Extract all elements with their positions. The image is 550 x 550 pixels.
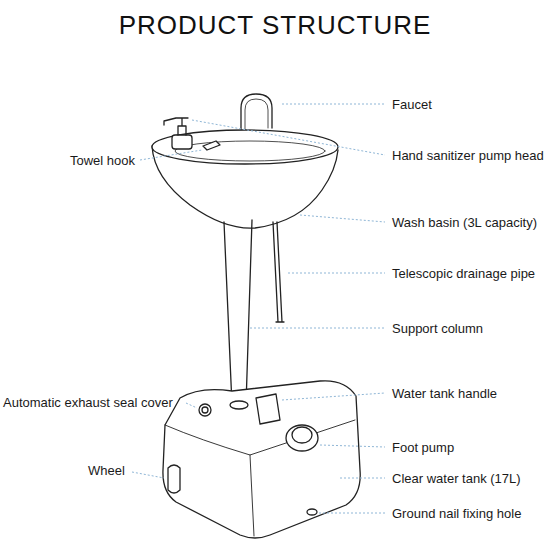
- column-base: [230, 401, 248, 409]
- wheel-drawing: [168, 465, 180, 493]
- leader-line: [140, 150, 202, 160]
- leader-line: [320, 445, 385, 447]
- part-label: Hand sanitizer pump head: [392, 148, 544, 163]
- leader-line: [300, 215, 385, 222]
- tank-edges: [165, 420, 355, 536]
- part-label: Ground nail fixing hole: [392, 506, 521, 521]
- part-label: Foot pump: [392, 440, 454, 455]
- leader-line: [132, 472, 164, 478]
- leader-line: [282, 104, 385, 105]
- drainage-pipe-drawing: [273, 222, 284, 322]
- leader-line: [250, 328, 385, 329]
- leader-line: [340, 478, 385, 479]
- leader-line: [192, 120, 385, 155]
- part-label: Automatic exhaust seal cover: [3, 395, 173, 410]
- water-tank-drawing: [163, 381, 360, 538]
- towel-hook-drawing: [203, 141, 220, 150]
- basin-bowl: [175, 141, 325, 161]
- part-label: Wheel: [88, 463, 125, 478]
- diagram-title: PRODUCT STRUCTURE: [0, 10, 550, 41]
- part-label: Clear water tank (17L): [392, 471, 521, 486]
- exhaust-cover-drawing: [199, 404, 211, 416]
- part-label: Towel hook: [70, 153, 135, 168]
- support-column-drawing: [224, 220, 252, 405]
- ground-nail-hole-drawing: [307, 509, 317, 515]
- leader-line: [288, 273, 385, 274]
- exhaust-cover-inner: [202, 407, 208, 413]
- leader-line: [319, 513, 385, 514]
- foot-pump-drawing: [286, 425, 318, 451]
- foot-pump-top: [292, 427, 312, 443]
- part-label: Wash basin (3L capacity): [392, 215, 537, 230]
- part-label: Faucet: [392, 97, 432, 112]
- leader-line: [282, 393, 385, 400]
- pump-head-drawing: [164, 118, 188, 135]
- part-label: Water tank handle: [392, 386, 497, 401]
- soap-bottle: [172, 135, 192, 149]
- part-label: Telescopic drainage pipe: [392, 266, 535, 281]
- part-label: Support column: [392, 321, 483, 336]
- leader-line: [186, 403, 197, 408]
- tank-handle-drawing: [256, 394, 280, 424]
- basin-rim: [152, 130, 338, 164]
